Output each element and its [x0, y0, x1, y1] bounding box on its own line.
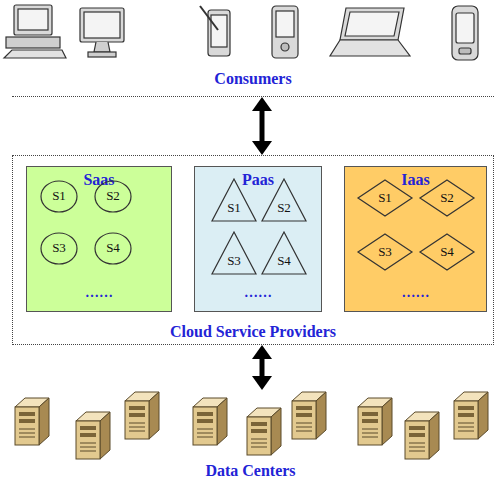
- layer-title: Data Centers: [0, 462, 501, 480]
- laptop-lid: [340, 8, 404, 40]
- monitor-stand: [94, 42, 110, 52]
- pda-screen: [276, 11, 294, 37]
- service-circle: S1: [40, 180, 78, 213]
- diamond-outline: [420, 180, 474, 216]
- server-icon: [76, 412, 110, 459]
- server-icon: [358, 398, 392, 445]
- layer-title: Consumers: [12, 70, 494, 88]
- circle-outline: [41, 233, 77, 264]
- tablet: [200, 6, 230, 56]
- circle-outline: [41, 181, 77, 212]
- diamond-outline: [358, 180, 412, 216]
- service-panel: Saas……S1S2S3S4: [26, 166, 172, 312]
- server-icon: [15, 398, 49, 445]
- desktop-computer: [4, 5, 66, 58]
- monitor-base: [88, 52, 116, 57]
- laptop-base: [330, 40, 410, 56]
- service-panel: Iaas …… S1 S2S3 S4: [344, 166, 487, 312]
- service-triangle: S3: [211, 231, 257, 275]
- service-diamond: S4: [419, 233, 475, 271]
- service-label: S3: [211, 254, 257, 269]
- circle-outline: [95, 233, 131, 264]
- pda-body: [272, 6, 298, 58]
- server-icon: [247, 408, 281, 455]
- diamond-outline: [358, 234, 412, 270]
- monitor-screen: [84, 12, 120, 38]
- server-group: [15, 392, 488, 459]
- pda: [272, 6, 298, 58]
- phone-body: [452, 6, 478, 60]
- service-circle: S4: [94, 232, 132, 265]
- service-triangle: S1: [211, 178, 257, 222]
- server-icon: [405, 412, 439, 459]
- service-circle: S2: [94, 180, 132, 213]
- phone: [452, 6, 478, 60]
- layer-title: Cloud Service Providers: [13, 323, 493, 341]
- monitor-screen: [18, 9, 48, 30]
- stylus: [200, 6, 218, 30]
- triangle-outline: [212, 179, 256, 221]
- service-label: S3: [357, 245, 413, 260]
- service-label: S1: [40, 189, 78, 204]
- double-arrow: [260, 351, 265, 384]
- keyboard: [4, 50, 66, 58]
- service-panel: Paas …… S1 S2S3 S4: [194, 166, 322, 312]
- double-arrow: [260, 103, 265, 149]
- ellipsis-mark: ……: [345, 285, 486, 301]
- service-diamond: S2: [419, 179, 475, 217]
- server-icon: [125, 392, 159, 439]
- service-label: S4: [94, 241, 132, 256]
- service-label: S2: [94, 189, 132, 204]
- monitor-frame: [80, 8, 124, 42]
- service-label: S1: [357, 191, 413, 206]
- tablet-body: [208, 10, 230, 56]
- monitor: [80, 8, 124, 57]
- panel-title: Paas: [195, 171, 321, 189]
- triangle-outline: [212, 232, 256, 274]
- datacenter-region: Data Centers: [0, 390, 501, 484]
- server-icon: [292, 392, 326, 439]
- diamond-outline: [420, 234, 474, 270]
- service-circle: S3: [40, 232, 78, 265]
- laptop-screen: [345, 12, 399, 36]
- service-triangle: S4: [261, 231, 307, 275]
- service-label: S2: [261, 201, 307, 216]
- server-icon: [193, 398, 227, 445]
- circle-outline: [95, 181, 131, 212]
- tablet-screen: [211, 15, 227, 47]
- service-label: S3: [40, 241, 78, 256]
- server-icon: [454, 392, 488, 439]
- ellipsis-mark: ……: [195, 285, 321, 301]
- laptop: [330, 8, 410, 56]
- monitor-frame: [14, 5, 52, 35]
- service-triangle: S2: [261, 178, 307, 222]
- service-diamond: S3: [357, 233, 413, 271]
- phone-screen: [456, 13, 474, 43]
- service-label: S4: [419, 245, 475, 260]
- consumer-band: Consumers: [12, 0, 494, 97]
- service-label: S1: [211, 201, 257, 216]
- triangle-outline: [262, 179, 306, 221]
- service-diamond: S1: [357, 179, 413, 217]
- service-label: S4: [261, 254, 307, 269]
- ellipsis-mark: ……: [27, 285, 171, 301]
- provider-box: Cloud Service ProvidersSaas……S1S2S3S4Paa…: [12, 155, 494, 345]
- pda-button: [281, 43, 289, 51]
- phone-button: [459, 48, 471, 54]
- triangle-outline: [262, 232, 306, 274]
- panel-title: Iaas: [345, 171, 486, 189]
- service-label: S2: [419, 191, 475, 206]
- desktop-case: [6, 37, 60, 48]
